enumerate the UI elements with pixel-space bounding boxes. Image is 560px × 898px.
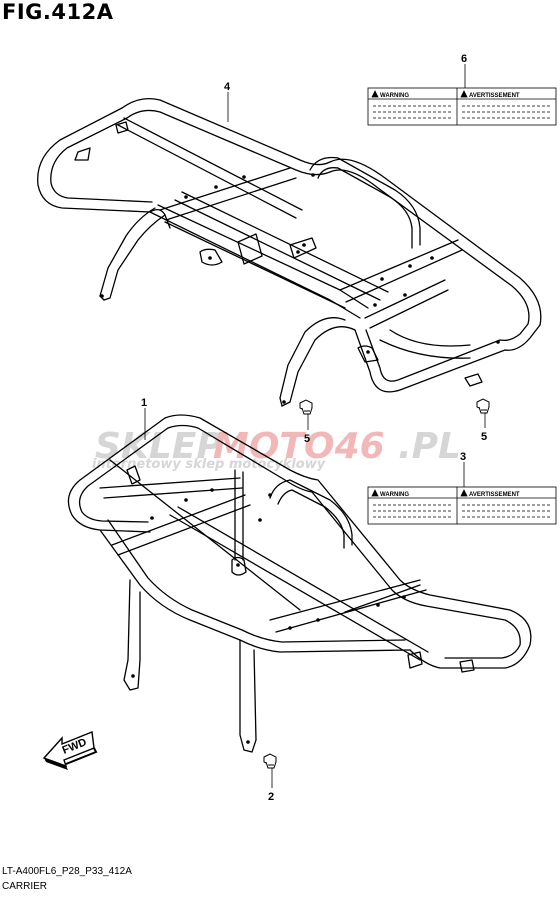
front-bolt[interactable]	[263, 753, 277, 769]
watermark-brand-part3: .PL	[398, 426, 461, 467]
front-carrier-holes	[131, 488, 406, 744]
watermark-brand-part2: MOTO46	[213, 426, 385, 467]
callout-5-right: 5	[481, 431, 487, 443]
watermark-tagline: internetowy sklep motocyklowy	[92, 457, 326, 472]
callout-leaders	[144, 64, 486, 788]
watermark: SKLEP MOTO46 .PL internetowy sklep motoc…	[92, 426, 461, 472]
rear-carrier-holes	[100, 173, 500, 404]
figure-name: CARRIER	[2, 881, 48, 892]
figure-code: LT-A400FL6_P28_P33_412A	[2, 866, 132, 877]
rear-label-right-text: AVERTISSEMENT	[469, 93, 520, 99]
front-carrier-part[interactable]	[67, 414, 532, 753]
front-label-left-text: WARNING	[380, 492, 409, 498]
callout-1: 1	[141, 397, 147, 409]
watermark-brand-part1: SKLEP	[95, 426, 223, 467]
callout-5-left: 5	[304, 433, 310, 445]
rear-bolt-left[interactable]	[299, 399, 313, 415]
front-warning-label[interactable]	[367, 486, 557, 525]
rear-warning-label[interactable]	[367, 87, 557, 126]
fwd-arrow-icon: FWD	[42, 731, 98, 770]
callout-4: 4	[224, 81, 231, 93]
front-label-right-text: AVERTISSEMENT	[469, 492, 520, 498]
rear-bolt-right[interactable]	[476, 398, 490, 414]
rear-label-left-text: WARNING	[380, 93, 409, 99]
figure-title: FIG.412A	[2, 0, 114, 24]
rear-carrier-part[interactable]	[37, 97, 542, 407]
callout-6: 6	[461, 53, 467, 65]
callout-3: 3	[460, 451, 466, 463]
callout-2: 2	[268, 791, 274, 803]
